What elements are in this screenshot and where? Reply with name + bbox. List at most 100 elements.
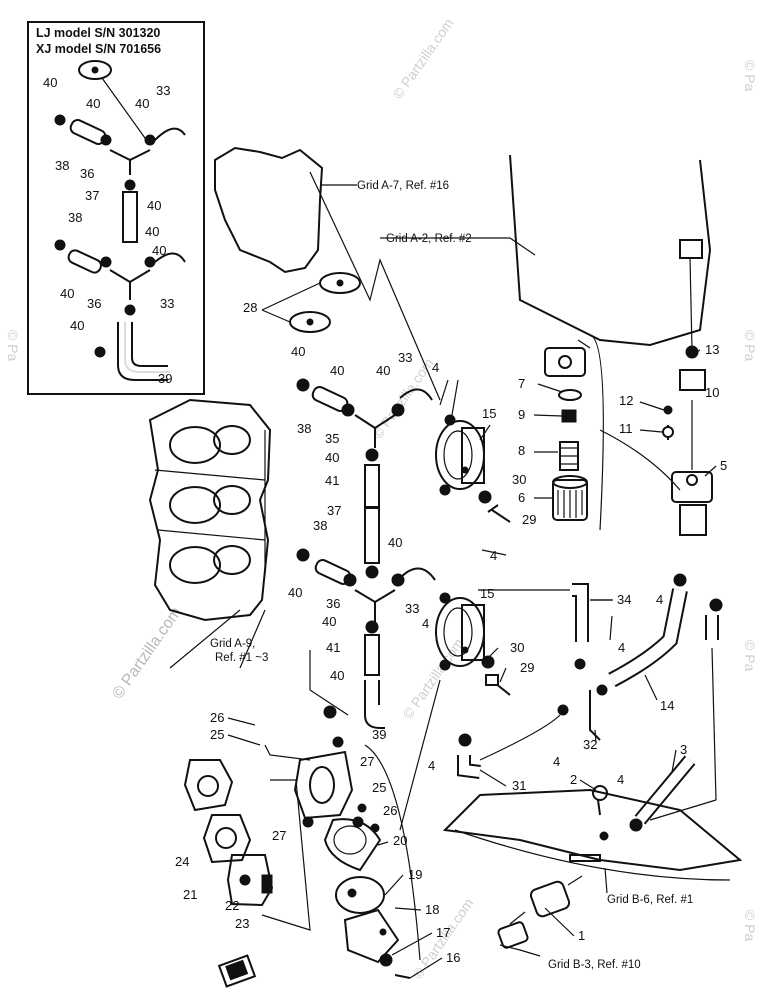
watermark-group: © Partzilla.com © Partzilla.com © Partzi… [5,15,758,981]
part-label: 40 [135,96,149,111]
part-label: 36 [326,596,340,611]
part-label: 38 [55,158,69,173]
part-label: 30 [512,472,526,487]
part-label: 39 [158,371,172,386]
part-label: 4 [553,754,560,769]
part-label: 40 [43,75,57,90]
part-label: 15 [480,586,494,601]
part-label: 36 [80,166,94,181]
watermark: © Pa [742,640,758,672]
cylinder-block [148,398,272,622]
fuel-pump-upper [435,414,485,496]
part-label: 4 [428,758,435,773]
part-label: 25 [210,727,224,742]
part-label: 4 [490,548,497,563]
watermark: © Pa [5,330,21,362]
grid-ref-a7: Grid A-7, Ref. #16 [357,180,449,192]
fuel-connector-5 [599,239,713,536]
part-label: 37 [327,503,341,518]
inset-line-2: XJ model S/N 701656 [36,42,161,56]
part-label: 4 [432,360,439,375]
part-label: 40 [152,243,166,258]
part-label: 40 [376,363,390,378]
part-label: 32 [583,737,597,752]
part-label: 38 [313,518,327,533]
watermark: © Pa [742,60,758,92]
part-label: 13 [705,342,719,357]
lower-cowling-outline [442,788,743,881]
part-label: 24 [175,854,189,869]
part-label: 40 [288,585,302,600]
part-labels-carburetor: 26 25 27 24 25 26 27 20 19 21 22 23 18 1… [175,710,585,965]
grid-ref-b6: Grid B-6, Ref. #1 [607,894,693,906]
part-label: 33 [398,350,412,365]
part-label: 4 [617,772,624,787]
part-label: 27 [360,754,374,769]
part-label: 40 [291,344,305,359]
engine-block-outline [214,146,712,347]
part-label: 1 [578,928,585,943]
part-label: 38 [297,421,311,436]
primer-pump [497,875,583,957]
part-label: 18 [425,902,439,917]
part-label: 40 [60,286,74,301]
part-label: 40 [147,198,161,213]
part-label: 33 [156,83,170,98]
part-label: 4 [618,640,625,655]
part-label: 39 [372,727,386,742]
fuel-hoses-right [399,550,723,841]
grid-ref-a9-ref: Ref. #1 ~3 [215,652,268,664]
part-label: 17 [436,925,450,940]
grid-ref-a9: Grid A-9, [210,638,255,650]
part-label: 35 [325,431,339,446]
watermark: © Pa [742,910,758,942]
part-label: 34 [617,592,631,607]
part-label: 33 [405,601,419,616]
part-label: 29 [522,512,536,527]
part-label: 40 [86,96,100,111]
part-label: 4 [656,592,663,607]
part-label: 40 [330,363,344,378]
part-label: 36 [87,296,101,311]
part-label: 31 [512,778,526,793]
part-label: 41 [326,640,340,655]
part-label: 40 [70,318,84,333]
part-label: 21 [183,887,197,902]
part-label: 27 [272,828,286,843]
watermark: © Partzilla.com [389,15,456,101]
inset-line-1: LJ model S/N 301320 [36,26,160,40]
part-label: 14 [660,698,674,713]
part-label: 19 [408,867,422,882]
lower-tee-assembly [296,548,436,729]
carburetor-exploded [183,736,421,988]
fuel-pump-lower [435,592,485,671]
gasket-28 [261,171,441,401]
part-label: 40 [388,535,402,550]
part-label: 8 [518,443,525,458]
part-label: 6 [518,490,525,505]
part-label: 20 [393,833,407,848]
part-label: 40 [325,450,339,465]
inset-box: LJ model S/N 301320 XJ model S/N 701656 … [27,21,205,395]
part-label: 30 [510,640,524,655]
part-label: 26 [210,710,224,725]
part-label: 9 [518,407,525,422]
part-label: 37 [85,188,99,203]
part-label: 7 [518,376,525,391]
part-label: 40 [322,614,336,629]
part-label: 16 [446,950,460,965]
part-label: 23 [235,916,249,931]
watermark: © Partzilla.com [399,635,466,721]
part-label: 2 [570,772,577,787]
watermark: © Partzilla.com [109,604,185,702]
leader-lines [227,349,717,979]
part-label: 33 [160,296,174,311]
grid-ref-b3: Grid B-3, Ref. #10 [548,959,641,971]
part-label: 12 [619,393,633,408]
part-label: 22 [225,898,239,913]
part-label: 15 [482,406,496,421]
part-label: 10 [705,385,719,400]
part-label: 41 [325,473,339,488]
bolts-and-nuts [478,490,511,696]
fuel-filter-assembly [544,334,604,531]
